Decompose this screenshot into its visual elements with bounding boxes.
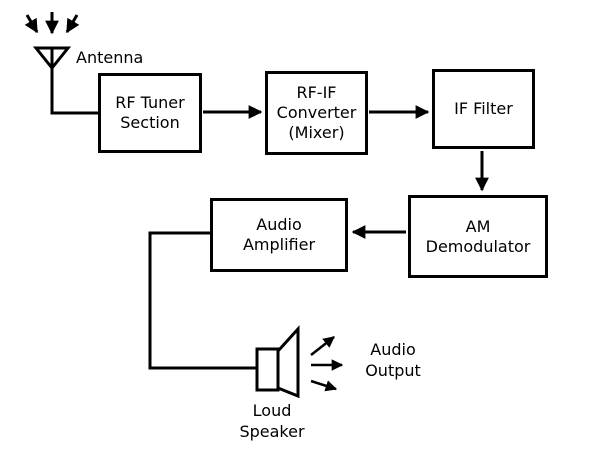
- loudspeaker-icon: [255, 325, 300, 399]
- block-label-line: (Mixer): [288, 123, 345, 142]
- block-label-line: RF-IF: [296, 83, 337, 102]
- block-label-line: AM: [465, 216, 491, 236]
- block-label-line: Audio: [256, 215, 302, 234]
- loud-speaker-label: Loud Speaker: [212, 400, 332, 442]
- audio-output-label-line: Output: [365, 361, 421, 380]
- incoming-signal-arrows: [24, 12, 80, 35]
- block-label-line: Demodulator: [425, 236, 531, 256]
- block-audio-amplifier: Audio Amplifier: [210, 198, 348, 272]
- block-label-line: IF Filter: [454, 99, 513, 118]
- antenna-lead-wire: [50, 48, 100, 115]
- block-rf-tuner-section: RF Tuner Section: [98, 73, 202, 153]
- audio-output-label: Audio Output: [347, 339, 439, 381]
- block-if-filter: IF Filter: [432, 69, 535, 149]
- speaker-cone: [276, 325, 300, 399]
- block-label-line: Section: [120, 113, 180, 132]
- block-label-line: Amplifier: [242, 235, 316, 254]
- loud-speaker-label-line: Loud: [252, 401, 292, 420]
- block-label-line: Converter: [276, 103, 357, 122]
- block-am-demodulator: AM Demodulator: [408, 195, 548, 278]
- sound-output-arrows: [310, 336, 344, 392]
- block-label-line: RF Tuner: [115, 93, 185, 112]
- antenna-label: Antenna: [76, 48, 144, 67]
- antenna-icon: [24, 12, 100, 115]
- block-rf-if-converter: RF-IF Converter (Mixer): [265, 71, 368, 155]
- wire-amplifier-to-speaker: [148, 231, 256, 370]
- speaker-driver: [255, 347, 280, 392]
- loud-speaker-label-line: Speaker: [239, 422, 305, 441]
- audio-output-label-line: Audio: [370, 340, 416, 359]
